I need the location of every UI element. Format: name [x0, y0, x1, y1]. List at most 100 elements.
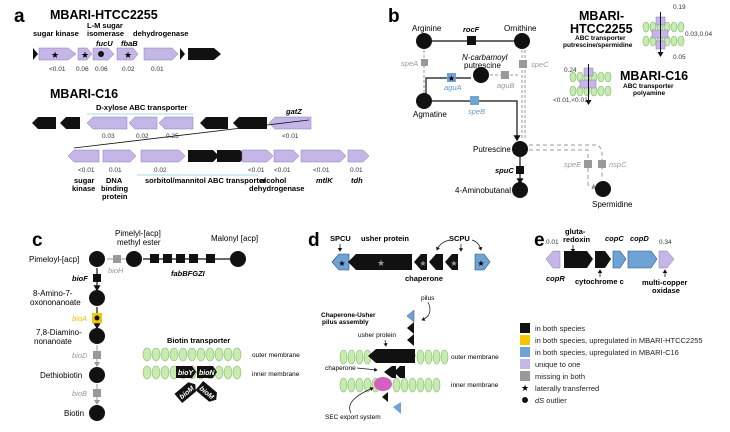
outer-membrane-label-d: outer membrane	[451, 354, 499, 361]
lipid	[142, 347, 152, 362]
label-sec: SEC export system	[325, 414, 381, 421]
star-icon: ★	[124, 50, 132, 60]
pointer	[349, 387, 374, 414]
b-htcc-title-1: MBARI-	[579, 9, 624, 23]
lipid	[642, 35, 650, 47]
gene-aguA-box	[447, 73, 456, 82]
lipid	[187, 347, 197, 362]
legend-swatch-missing	[520, 371, 530, 381]
value: 0.03,0.04	[685, 31, 712, 38]
gene-copD-arrow	[627, 250, 658, 269]
gene-bioF: bioF	[72, 274, 88, 283]
value: 0.02	[154, 167, 167, 174]
lipid	[670, 35, 678, 47]
label-lm-isomerase-2: isomerase	[87, 29, 124, 38]
lipid	[670, 21, 678, 33]
lipid	[160, 347, 170, 362]
panel-a: a MBARI-HTCC2255 sugar kinase L-M sugar …	[14, 6, 370, 201]
pointer	[421, 301, 431, 321]
lipid	[363, 377, 372, 393]
gene-fbaB: fbaB	[121, 39, 138, 48]
met-aminobutanal: 4-Aminobutanal	[455, 186, 511, 195]
gene-usher	[348, 254, 412, 270]
gene-speB: speB	[468, 107, 485, 116]
lipid	[223, 365, 233, 380]
met-spermidine: Spermidine	[592, 200, 633, 209]
panel-b: b rocF Arginine Ornithine speA speC N-ca…	[388, 4, 712, 209]
gene-nspC: nspC	[609, 160, 627, 169]
b-c16-title: MBARI-C16	[620, 69, 688, 83]
value: 0.01	[546, 239, 559, 246]
gene-bioN	[197, 366, 217, 378]
gene-fbaB-arrow	[116, 47, 139, 61]
star-icon: ★	[419, 259, 426, 268]
operon-dxylose: D-xylose ABC transporter	[96, 103, 187, 112]
b-htcc-sub-2: putrescine/spermidine	[563, 42, 633, 49]
gene-aguB-box	[501, 71, 509, 79]
node-aminobutanal	[512, 182, 528, 198]
label-usher: usher protein	[361, 234, 409, 243]
fab-gene-boxes	[150, 254, 215, 263]
lipid	[339, 377, 348, 393]
lipid	[347, 349, 356, 365]
gene-copC-arrow	[612, 250, 627, 269]
pointer	[471, 239, 483, 251]
lipid	[440, 349, 449, 365]
node-ncarbamoyl	[473, 67, 489, 83]
label-dna: DNA	[106, 176, 123, 185]
label-chaperone: chaperone	[405, 274, 443, 283]
value: <0.01	[248, 167, 265, 174]
gene-fucU: fucU	[96, 39, 113, 48]
pilus-subunit	[407, 334, 414, 346]
chaperone-shape	[394, 366, 405, 378]
gene-fab-box	[163, 254, 172, 263]
lipid	[604, 85, 612, 97]
node-ornithine	[514, 33, 530, 49]
panel-letter-a: a	[14, 6, 25, 27]
label-cytochrome: cytochrome c	[575, 277, 624, 286]
gene-dehydrogenase	[143, 47, 179, 61]
b-c16-sub-1: ABC transporter	[623, 83, 674, 90]
met-ornithine: Ornithine	[504, 24, 537, 33]
legend-swatch-up_htcc	[520, 335, 530, 345]
gene-bioH-box	[113, 255, 121, 263]
gene-unique	[241, 149, 274, 163]
gene-glutaredoxin	[564, 251, 593, 268]
lipid	[214, 347, 224, 362]
gene-arrow-black	[188, 150, 219, 162]
label-binding: binding	[101, 184, 128, 193]
biotin-transporter-title: Biotin transporter	[167, 336, 230, 345]
gene-unique	[86, 116, 128, 130]
star-icon: ★	[81, 50, 89, 60]
gene-copD: copD	[630, 234, 649, 243]
secreted-subunit	[382, 392, 388, 402]
value: 0.19	[673, 4, 686, 11]
gene-bioH: bioH	[108, 266, 124, 275]
gene-sugar-kinase	[38, 47, 77, 61]
edge	[432, 100, 521, 142]
value: 0.01	[151, 66, 164, 73]
dot-icon	[98, 51, 104, 57]
lipid	[424, 349, 433, 365]
pointer	[436, 239, 451, 251]
star-icon: ★	[448, 74, 455, 83]
gene-bioY	[176, 366, 196, 378]
star-icon: ★	[377, 258, 385, 268]
value: <0.01	[282, 133, 299, 140]
gene-mco	[658, 250, 675, 269]
lipid	[597, 71, 605, 83]
label-mco-2: oxidase	[652, 286, 680, 295]
dot-icon	[522, 397, 528, 403]
gene-copR	[545, 250, 561, 269]
legend-label: missing in both	[535, 372, 585, 381]
value: <0.01	[274, 167, 291, 174]
gene-fab-box	[150, 254, 159, 263]
met-8amino-2: oxononanoate	[30, 298, 81, 307]
lipid	[432, 349, 441, 365]
star-icon: ★	[51, 50, 59, 60]
met-biotin: Biotin	[64, 409, 84, 418]
node-malonyl	[230, 251, 246, 267]
node-arginine	[416, 33, 432, 49]
lipid	[205, 347, 215, 362]
assembly-title-1: Chaperone-Usher	[321, 312, 376, 319]
